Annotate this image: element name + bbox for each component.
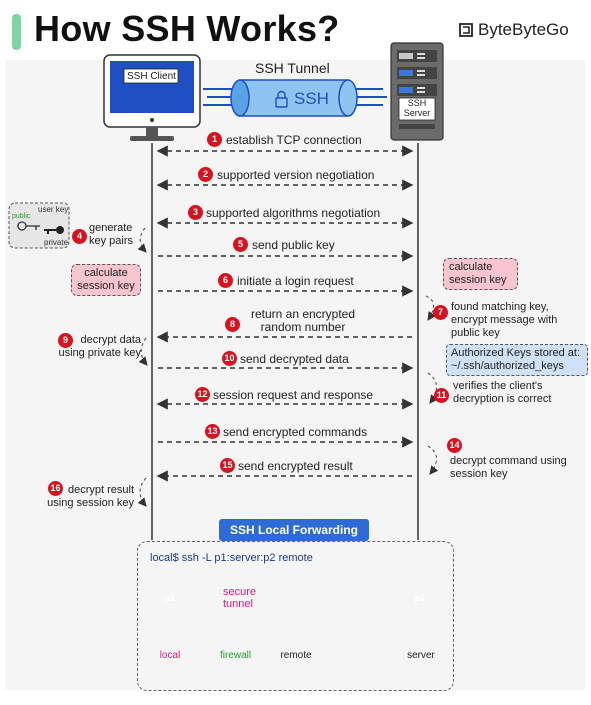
step-label: send encrypted result (238, 459, 353, 473)
step-label: initiate a login request (237, 274, 354, 288)
step-badge: 4 (72, 229, 87, 244)
title-accent-bar (12, 14, 21, 50)
step-label: send decrypted data (240, 352, 349, 366)
step-label: send public key (252, 238, 335, 252)
step-badge: 7 (433, 305, 448, 320)
port-p1: p1 (164, 593, 176, 603)
local-forwarding-box (137, 541, 454, 691)
client-label: SSH Client (127, 71, 176, 82)
step-badge: 13 (205, 424, 220, 439)
step-badge: 8 (225, 317, 240, 332)
server-rack-icon (390, 42, 444, 141)
page-title: How SSH Works? (34, 8, 340, 49)
public-key-label: public (12, 213, 31, 220)
step-label: session request and response (213, 388, 374, 402)
port-p2: p2 (414, 593, 426, 603)
forwarding-title: SSH Local Forwarding (219, 519, 369, 541)
key-pair-icon (8, 202, 70, 249)
brand-name: ByteByteGo (478, 20, 569, 39)
step-badge: 1 (207, 132, 222, 147)
step-badge: 9 (58, 333, 73, 348)
tunnel-text: SSH (294, 89, 329, 108)
local-label: local (159, 650, 181, 661)
ssh-tunnel-icon (203, 79, 387, 117)
tunnel-label: SSH Tunnel (255, 60, 330, 76)
step-label: supported algorithms negotiation (206, 206, 381, 220)
remote-label: remote (280, 650, 312, 661)
step-badge: 12 (195, 387, 210, 402)
step-badge: 11 (434, 388, 449, 403)
step-badge: 16 (48, 481, 63, 496)
step-badge: 3 (188, 205, 203, 220)
brand-logo-icon (459, 23, 473, 37)
server-host-label: server (407, 650, 435, 661)
step-badge: 2 (198, 167, 213, 182)
client-monitor-icon (103, 54, 201, 141)
step-badge: 14 (447, 438, 462, 453)
step-badge: 5 (233, 237, 248, 252)
step-label: send encrypted commands (223, 425, 368, 439)
step-badge: 6 (218, 273, 233, 288)
user-key-label: user key (38, 205, 69, 214)
forwarding-command: local$ ssh -L p1:server:p2 remote (150, 552, 313, 564)
private-key-label: private (44, 238, 69, 247)
firewall-label: firewall (220, 650, 252, 661)
step-badge: 15 (220, 458, 235, 473)
step-label: supported version negotiation (217, 168, 375, 182)
step-label: establish TCP connection (226, 133, 362, 147)
authorized-keys-note: Authorized Keys stored at:~/.ssh/authori… (446, 344, 588, 376)
step-badge: 10 (222, 351, 237, 366)
